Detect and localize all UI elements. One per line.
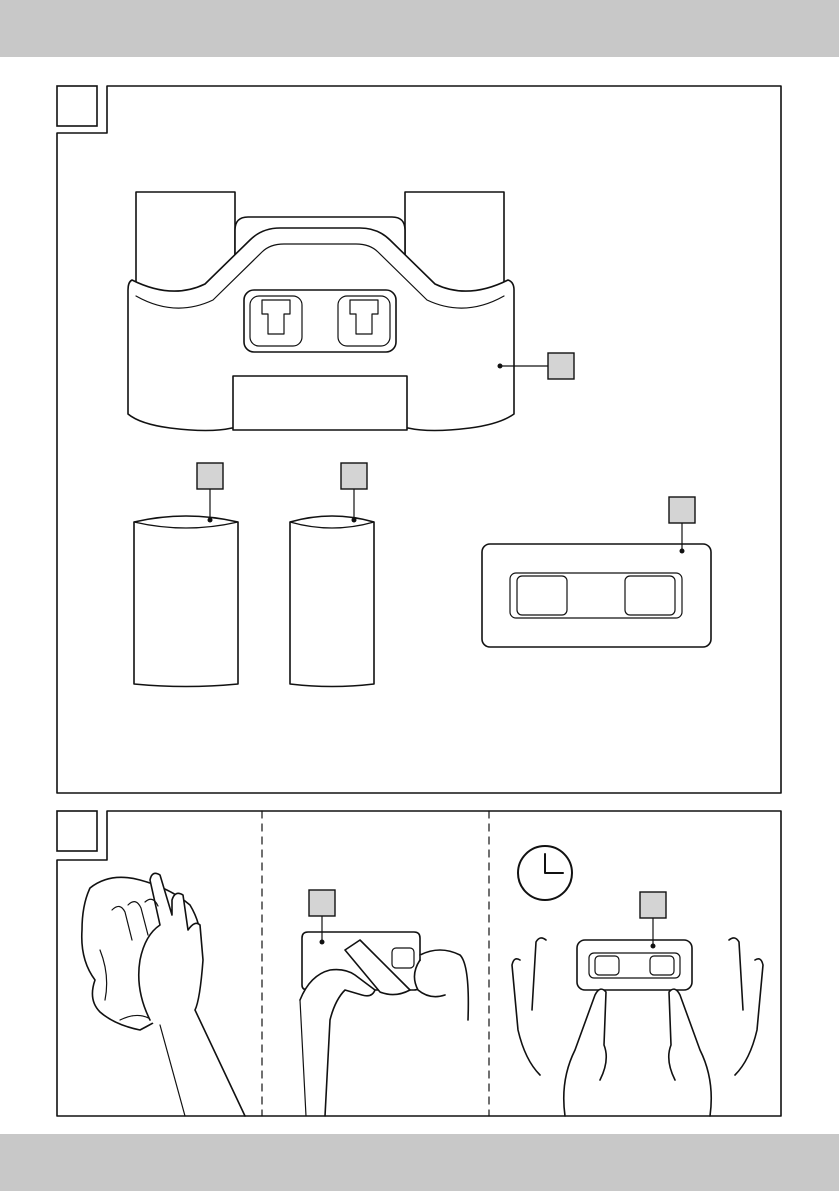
step-1-wipe-surface <box>82 873 245 1116</box>
step-2-callout-box <box>309 890 335 916</box>
right-filter <box>290 463 374 687</box>
device-front-view <box>128 192 574 431</box>
holder-on-wall <box>577 940 692 990</box>
step-3-leader-dot <box>651 944 656 949</box>
left-filter-leader-dot <box>208 518 213 523</box>
left-peeling-hand <box>300 970 375 1116</box>
left-filter <box>134 463 238 687</box>
device-socket-frame <box>244 290 396 352</box>
wall-holder <box>482 497 711 647</box>
clock-icon <box>518 846 572 900</box>
left-filter-body <box>134 516 238 687</box>
step-3-press-and-wait <box>512 846 763 1116</box>
device-callout-box <box>548 353 574 379</box>
step-2-peel-film <box>300 890 468 1116</box>
wall-holder-callout-box <box>669 497 695 523</box>
wall-holder-leader-dot <box>680 549 685 554</box>
right-filter-body <box>290 516 374 687</box>
wall-holder-plate <box>482 544 711 647</box>
right-peeling-hand <box>414 950 468 1020</box>
panel-2-number-box <box>57 811 97 851</box>
panel-1-number-box <box>57 86 97 126</box>
right-filter-callout-box <box>341 463 367 489</box>
step-3-callout-box <box>640 892 666 918</box>
panel-2 <box>57 811 781 1116</box>
device-leader-dot <box>498 364 503 369</box>
step-2-leader-dot <box>320 940 325 945</box>
left-filter-callout-box <box>197 463 223 489</box>
panel-1 <box>57 86 781 793</box>
device-front-panel <box>233 376 407 430</box>
right-filter-leader-dot <box>352 518 357 523</box>
